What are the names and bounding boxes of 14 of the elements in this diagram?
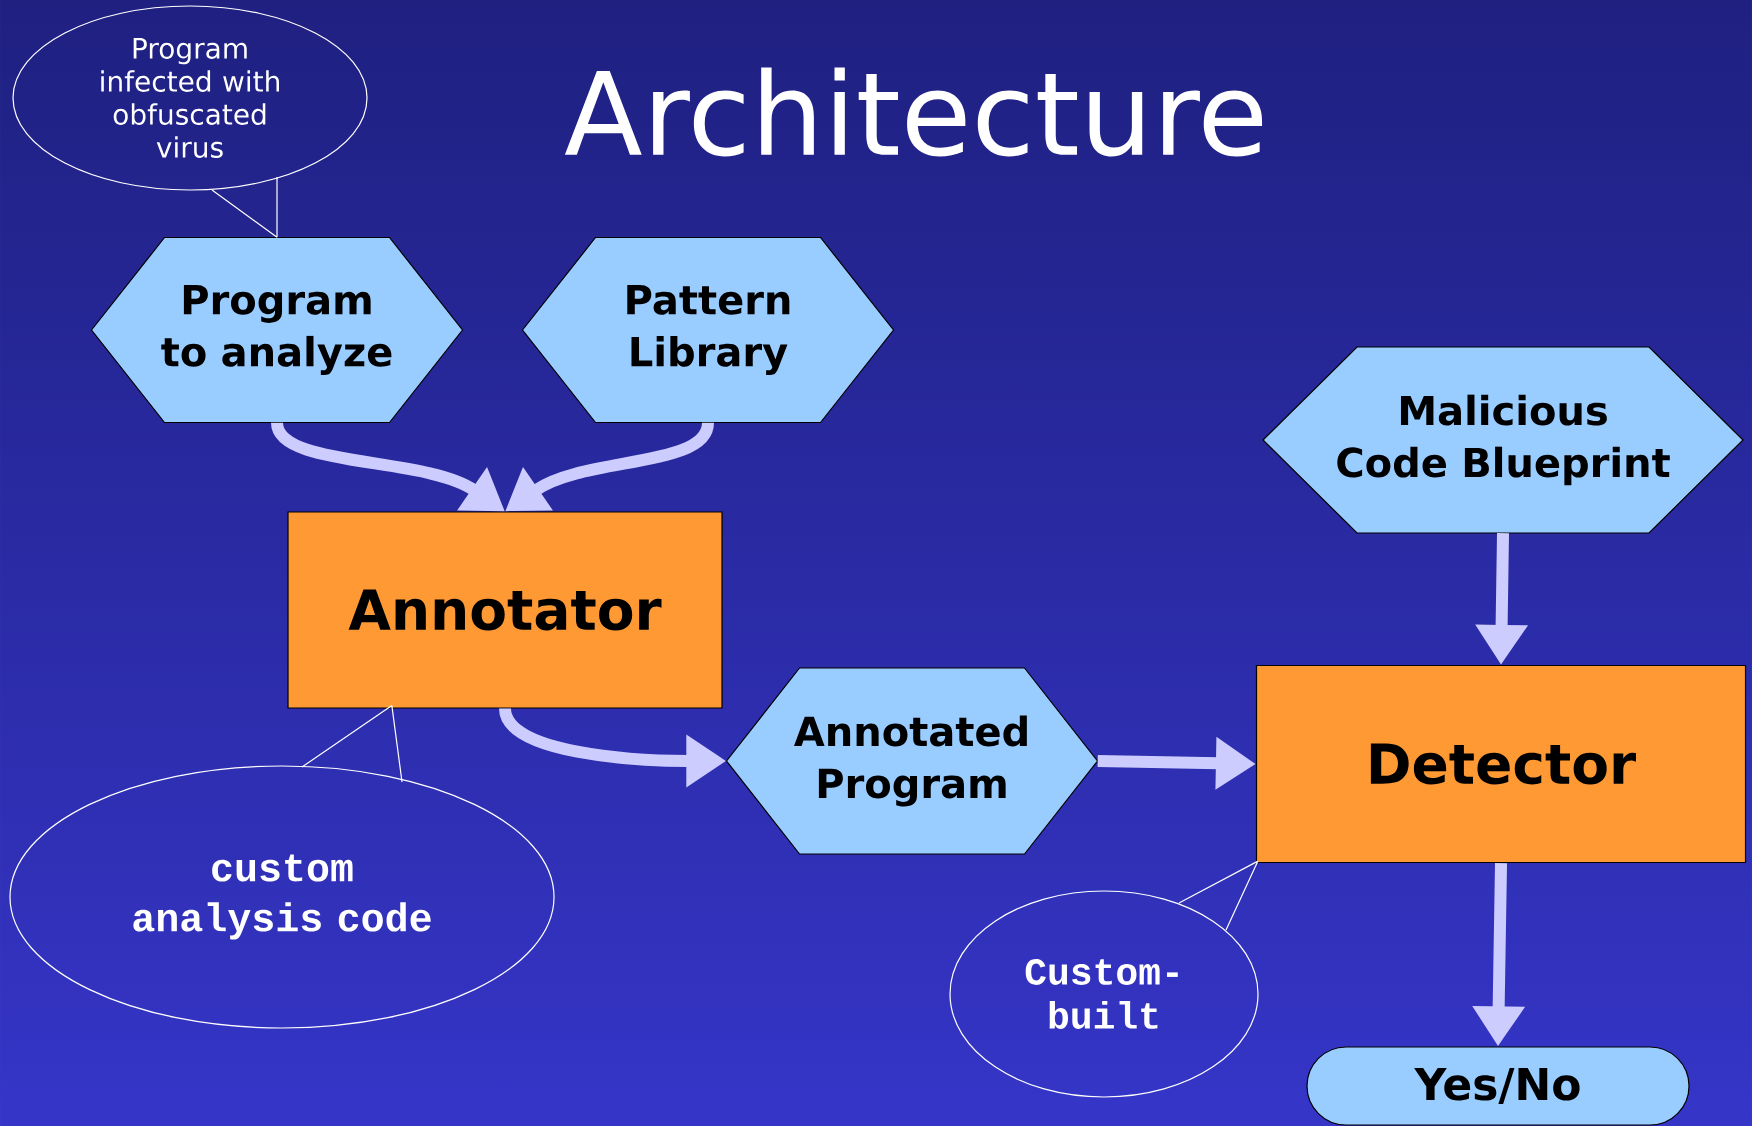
hexagon-box: Pattern Library	[521, 236, 895, 424]
process-box: Annotator	[287, 511, 723, 709]
hexagon-box: Malicious Code Blueprint	[1262, 346, 1744, 534]
hexagon-box: Program to analyze	[90, 236, 464, 424]
hexagon-box: Annotated Program	[725, 667, 1099, 855]
result-box: Yes/No	[1306, 1046, 1690, 1126]
callout-bubble: custom analysis code	[9, 765, 555, 1029]
leader-line	[301, 705, 403, 783]
callout-bubble: Program infected with obfuscated virus	[12, 5, 368, 191]
title: Architecture	[564, 67, 1263, 157]
leader-line	[211, 176, 278, 238]
process-box: Detector	[1255, 664, 1747, 864]
leader-line	[1178, 860, 1259, 931]
callout-bubble: Custom-built	[949, 890, 1259, 1098]
